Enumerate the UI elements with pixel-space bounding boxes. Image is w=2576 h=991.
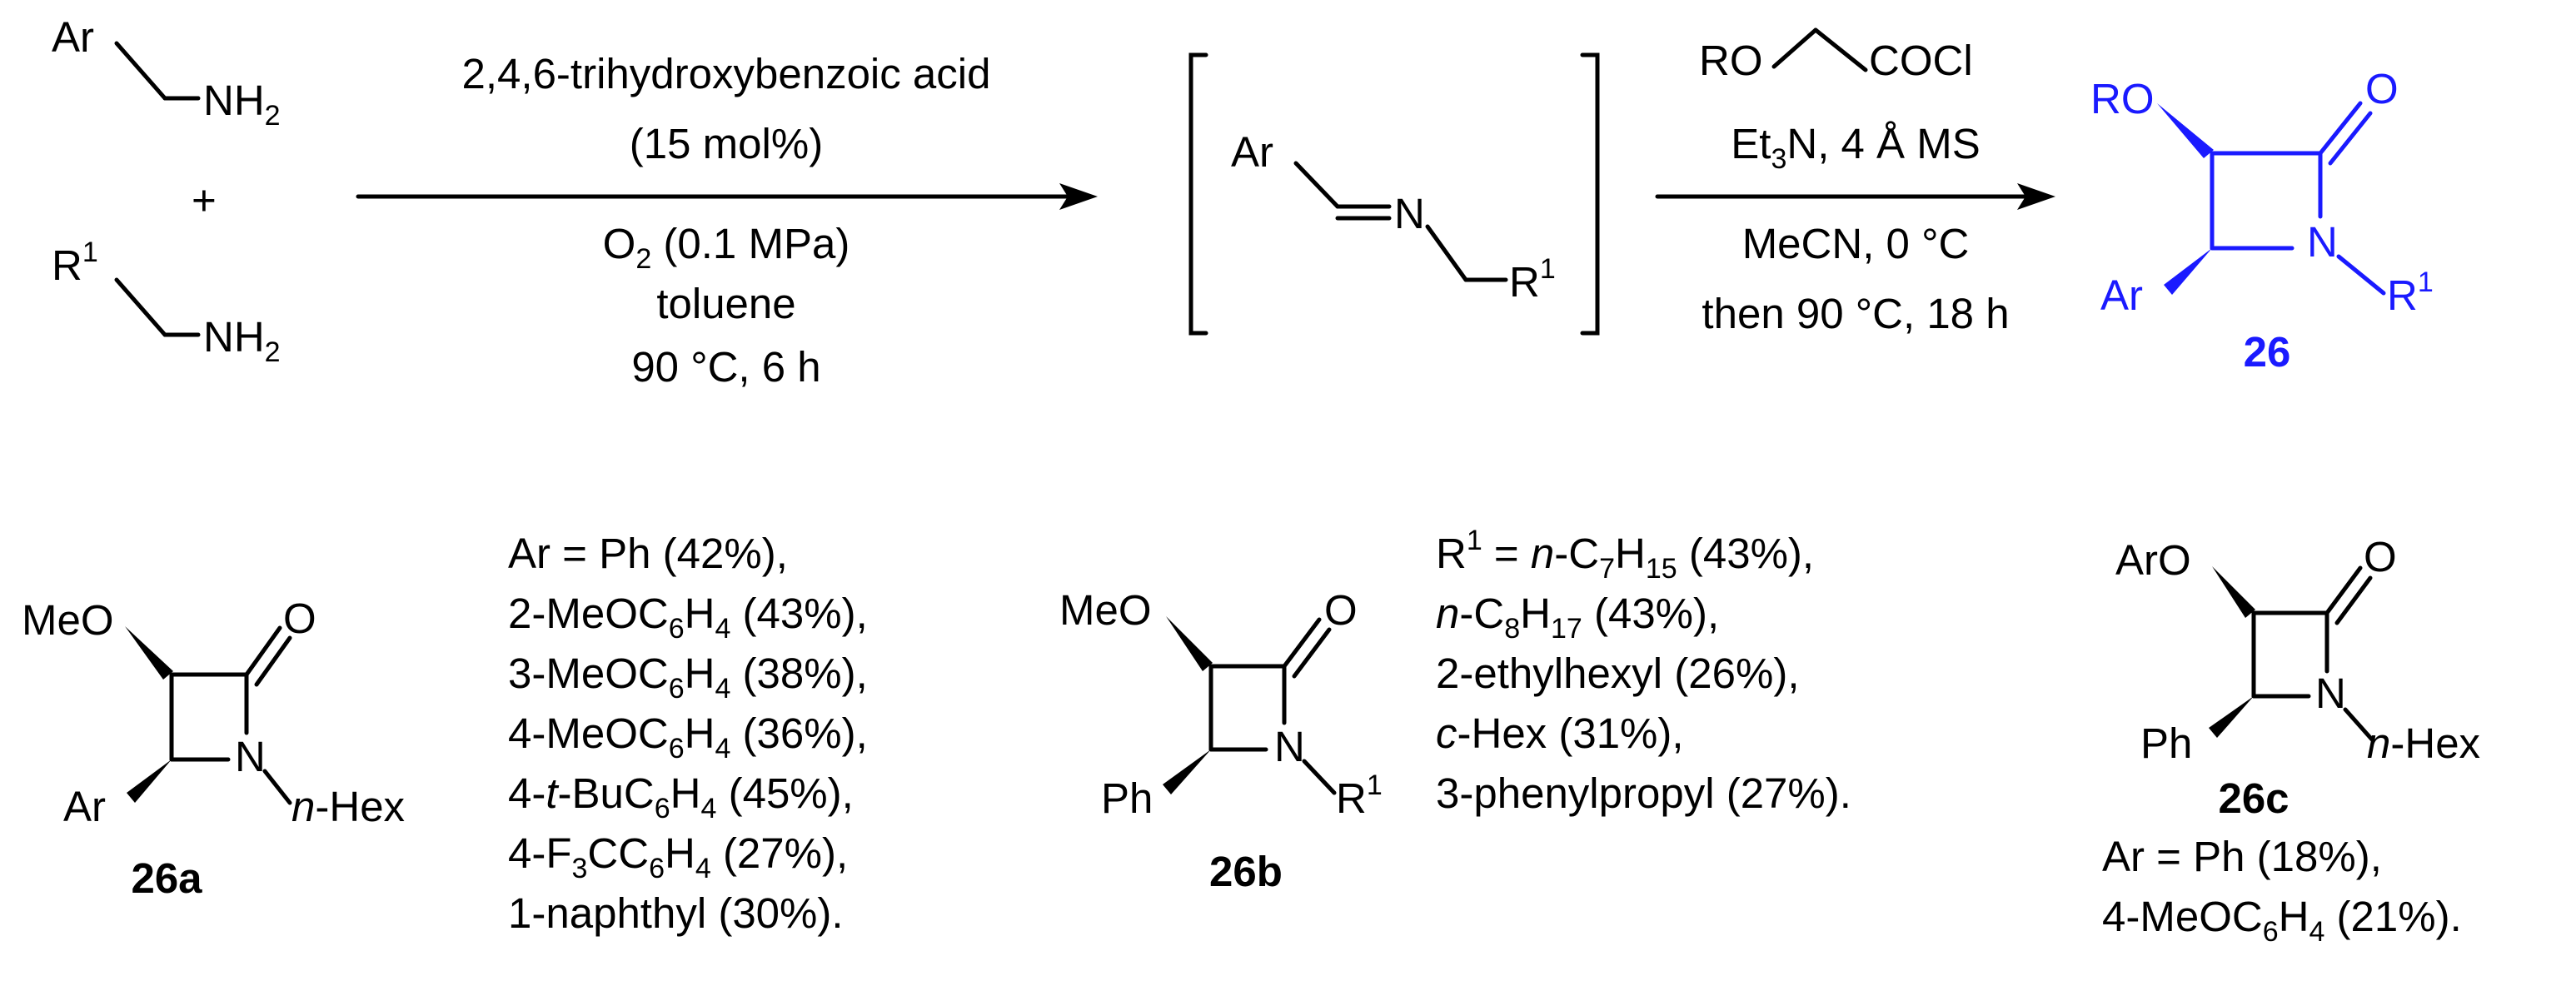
amine-ar: Ar NH2 (52, 13, 281, 132)
n-label: N (1274, 723, 1305, 770)
compound-26b: MeO O N Ph R1 26b (1059, 586, 1383, 895)
compound-26a: MeO O N Ar n-Hex 26a (22, 595, 405, 902)
nhex-label: n-Hex (291, 783, 405, 830)
o-label: O (1324, 586, 1358, 634)
list-item: 1-naphthyl (30%). (508, 889, 844, 937)
r1-label: R1 (1336, 769, 1383, 822)
list-item: 3-MeOC6H4 (38%), (508, 650, 868, 705)
list-item: 3-phenylpropyl (27%). (1436, 769, 1851, 817)
amine-r1: R1 NH2 (52, 237, 281, 368)
list-item: 2-MeOC6H4 (43%), (508, 590, 868, 645)
o-label: O (2364, 533, 2397, 580)
ro-label: RO (1699, 37, 1763, 84)
temperature-text: 90 °C, 6 h (631, 343, 820, 391)
ar-label: Ar (63, 783, 106, 830)
nhex-label: n-Hex (2367, 720, 2480, 767)
loading-text: (15 mol%) (630, 120, 823, 167)
bond (114, 41, 167, 101)
list-item: 4-MeOC6H4 (36%), (508, 710, 868, 764)
base-text: Et3N, 4 Å MS (1731, 120, 1981, 175)
list-item: Ar = Ph (42%), (508, 530, 788, 577)
list-item: 2-ethylhexyl (26%), (1436, 650, 1800, 697)
ar-label: Ar (2100, 271, 2143, 319)
r1-label: R1 (52, 237, 98, 289)
meo-label: MeO (1059, 586, 1152, 634)
solvent-text: toluene (656, 280, 795, 327)
o-label: O (2365, 65, 2399, 112)
compound-label: 26 (2244, 328, 2291, 376)
r1-label: R1 (1509, 253, 1556, 306)
o-label: O (283, 595, 316, 642)
reaction-arrow-1 (356, 183, 1098, 210)
nh2-label: NH2 (203, 77, 281, 132)
list-item: 4-MeOC6H4 (21%). (2102, 893, 2462, 948)
product-26: RO O N Ar R1 26 (2090, 65, 2434, 376)
list-item: Ar = Ph (18%), (2102, 833, 2382, 880)
substrate-list-a: Ar = Ph (42%), 2-MeOC6H4 (43%), 3-MeOC6H… (508, 530, 868, 937)
plus-sign: + (192, 177, 217, 224)
n-label: N (2315, 670, 2346, 717)
ar-label: Ar (52, 13, 94, 61)
reaction-arrow-2 (1655, 183, 2055, 210)
left-bracket (1188, 52, 1208, 336)
conditions-step-2: RO COCl Et3N, 4 Å MS MeCN, 0 °C then 90 … (1699, 27, 2010, 337)
list-item: R1 = n-C7H15 (43%), (1436, 525, 1814, 585)
list-item: 4-t-BuC6H4 (45%), (508, 769, 854, 824)
solvent-text: MeCN, 0 °C (1742, 220, 1970, 267)
r1-label: R1 (2387, 266, 2434, 319)
list-item: n-C8H17 (43%), (1436, 590, 1719, 645)
catalyst-text: 2,4,6-trihydroxybenzoic acid (462, 50, 991, 97)
bond (114, 277, 167, 337)
compound-26c: ArO O N Ph n-Hex 26c Ar = Ph (18%), 4-Me… (2102, 533, 2480, 948)
list-item: c-Hex (31%), (1436, 710, 1684, 757)
aro-label: ArO (2115, 536, 2191, 584)
ph-label: Ph (2140, 720, 2192, 767)
n-label: N (1394, 190, 1425, 237)
nh2-label: NH2 (203, 313, 281, 368)
compound-label: 26b (1209, 848, 1283, 895)
conditions-step-1: 2,4,6-trihydroxybenzoic acid (15 mol%) O… (462, 50, 991, 391)
temperature-text: then 90 °C, 18 h (1702, 290, 2009, 337)
substrate-list-b: R1 = n-C7H15 (43%), n-C8H17 (43%), 2-eth… (1436, 525, 1851, 817)
n-label: N (2307, 218, 2338, 266)
list-item: 4-F3CC6H4 (27%), (508, 829, 848, 884)
compound-label: 26a (131, 854, 202, 902)
imine-intermediate: Ar N R1 (1188, 52, 1600, 336)
ph-label: Ph (1101, 774, 1153, 822)
compound-label: 26c (2218, 774, 2289, 822)
ar-label: Ar (1231, 128, 1273, 176)
cocl-label: COCl (1869, 37, 1973, 84)
meo-label: MeO (22, 596, 114, 644)
ro-label: RO (2090, 75, 2155, 122)
right-bracket (1580, 52, 1600, 336)
oxygen-text: O2 (0.1 MPa) (603, 220, 850, 275)
n-label: N (235, 733, 266, 780)
